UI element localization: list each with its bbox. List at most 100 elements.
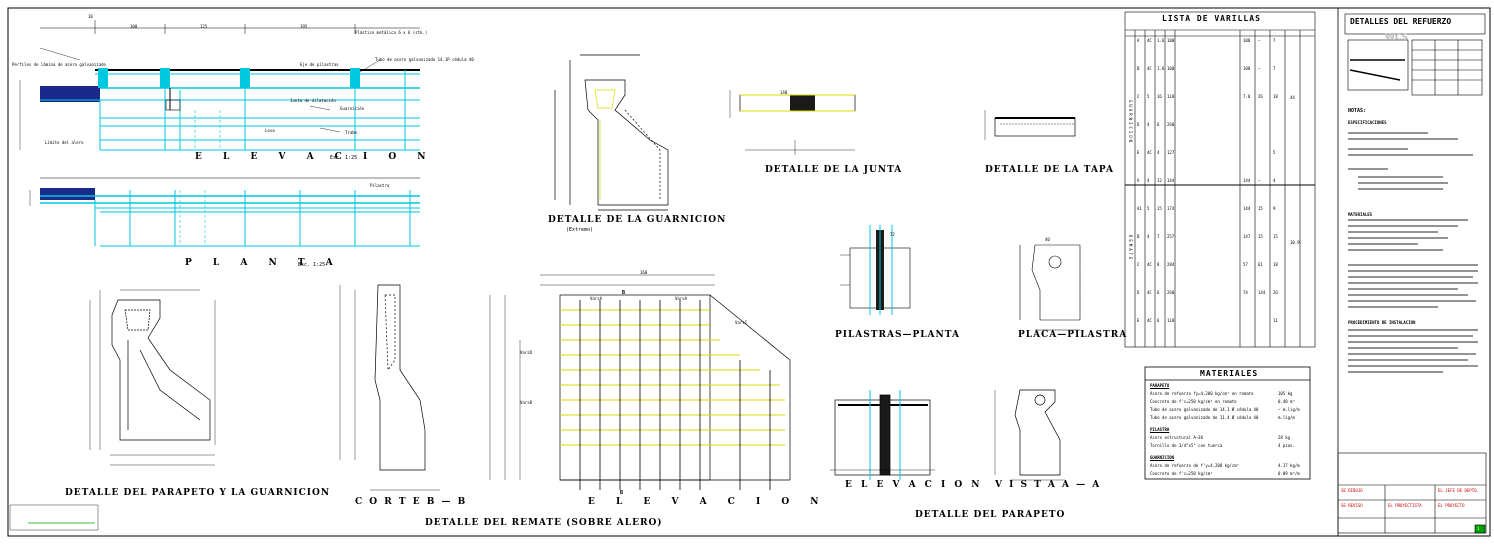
note-var-b: VarsB [520,400,533,405]
note-eje-pilastras: Eje de pilastras [300,62,339,67]
notas-title: NOTAS: [1348,108,1367,114]
dim-4: 195 [300,24,308,29]
title-detalle-guarnicion: DETALLE DE LA GUARNICION [548,215,727,225]
varillas-total-1: 44 [1290,95,1295,100]
notes-text-lines [1348,132,1478,373]
materiales-item: Concreto de f'c=250 kg/cm² en remate [1150,399,1237,404]
varillas-cell: E [1137,318,1140,323]
varillas-cell: B [1137,66,1140,71]
dim-2: 100 [130,24,138,29]
subtitle-detalle-guarnicion: (Extremo) [566,227,594,233]
varillas-cell: 26 [1258,94,1263,99]
varillas-cell: 8 [1157,262,1160,267]
materiales-title: MATERIALES [1200,369,1259,378]
note-plastico: Plástico metálica 6 x 6 (stk.) [355,30,428,35]
varillas-cell: 4 [1147,178,1150,183]
materiales-item: Tubo de acero galvanizado de 11.4 Ø cédu… [1150,415,1259,420]
dim-6: 40 [1045,237,1050,242]
varillas-cell: — [1258,38,1261,43]
title-detalle-tapa: DETALLE DE LA TAPA [985,165,1115,175]
varillas-cell: 7 [1273,66,1276,71]
dim-5: 160 [640,270,648,275]
materiales-qty: 0.40 m³ [1278,399,1295,404]
planta-drawing [29,177,420,247]
varillas-cell: D [1137,122,1140,127]
title-detalle-junta: DETALLE DE LA JUNTA [765,165,903,175]
note-guarnicion: Guarnición [340,106,365,111]
bottom-left-stamp [9,504,99,531]
varillas-cell: 12 [1157,178,1162,183]
varillas-total-2: 10.9 [1290,240,1300,245]
elevacion-top-drawing [19,20,420,151]
varillas-cell: 15 [1258,206,1263,211]
especificaciones-title: ESPECIFICACIONES [1348,120,1387,125]
materiales-section: PILASTRA [1150,427,1170,432]
title-pilastras-planta: PILASTRAS—PLANTA [835,330,960,340]
varillas-cell: 100 [1243,38,1251,43]
varillas-cell: 7 [1157,234,1160,239]
sheet-number: 1 [1477,526,1480,531]
title-corte-bb: C O R T E B — B [355,497,468,507]
procedimiento-title: PROCEDIMIENTO DE INSTALACION [1348,320,1416,325]
materiales-item: Tornillo de 3/4"x5" con tuerca [1150,443,1223,448]
dim-7: 140 [780,90,788,95]
title-block-cell: EL PROYECTO [1438,503,1465,508]
varillas-cell: B [1137,234,1140,239]
wcs-stamp: WCS [1385,33,1409,43]
refuerzo-title: DETALLES DEL REFUERZO [1350,17,1452,26]
vista-aa-drawing [994,389,1065,481]
note-trabe: Trabe [345,130,358,135]
varillas-cell: 26 [1273,290,1278,295]
pilastras-planta-drawing [840,225,911,315]
scale-planta: Esc. 1:25 [298,262,326,268]
materiales-section: PARAPETO [1150,383,1170,388]
varillas-cell: 4 [1147,122,1150,127]
varillas-cell: 18 [1273,262,1278,267]
title-elevacion-right: E L E V A C I O N [845,480,983,490]
varillas-cell: 57 [1243,262,1248,267]
varillas-cell: 9 [1273,206,1276,211]
dim-8: 72 [890,232,895,237]
materiales-frame [1144,366,1311,480]
varillas-cell: 7.0 [1243,94,1251,99]
varillas-cell: C [1137,94,1140,99]
title-detalle-parapeto: DETALLE DEL PARAPETO [915,510,1066,520]
varillas-cell: 4C [1147,262,1152,267]
varillas-cell: 11 [1273,318,1278,323]
varillas-cell: 74 [1243,290,1248,295]
materiales-qty: 105 kg [1278,391,1293,396]
varillas-cell: 4C [1147,318,1152,323]
materiales-qty: 28 kg [1278,435,1291,440]
placa-pilastra-drawing [1019,244,1081,331]
materiales-qty: 4 pzas. [1278,443,1295,448]
title-planta: P L A N T A [185,258,342,268]
varillas-cell: 4 [1157,150,1160,155]
note-var-c: VarsC [735,320,748,325]
title-block-cell: EL JEFE DE DEPTO. [1438,488,1479,493]
parapeto-guarnicion-drawing [89,289,216,466]
title-parapeto-guarnicion: DETALLE DEL PARAPETO Y LA GUARNICION [65,488,331,498]
varillas-cell: 144 [1258,290,1266,295]
varillas-cell: 4C [1147,150,1152,155]
varillas-cell: 174 [1167,206,1175,211]
varillas-cell: 5 [1147,94,1150,99]
elevacion-right-drawing [830,390,935,480]
section-mark-b-bottom: B [620,490,624,496]
varillas-cell: 6 [1157,318,1160,323]
corte-bb-drawing [339,284,440,491]
title-vista-aa: V I S T A A — A [995,480,1102,490]
materiales-qty: — m.lig/m [1278,407,1300,412]
varillas-cell: 7 [1273,38,1276,43]
varillas-cell: 118 [1167,94,1175,99]
varillas-table-frame [1124,11,1316,348]
varillas-cell: 147 [1243,234,1251,239]
materiales-item: Acero de refuerzo de f'y=4,200 kg/cm² [1150,463,1240,468]
dim-1: 10 [88,14,93,19]
note-perfiles: Perfiles de lámina de acero galvanizado [12,62,106,67]
materiales-qty: 4.17 kg/m [1278,463,1300,468]
varillas-cell: 260 [1167,290,1175,295]
varillas-section-remate: REMATE [1128,235,1133,262]
title-elevacion-mid: E L E V A C I O N [588,497,828,507]
varillas-cell: 1.6 [1157,38,1165,43]
materiales-item: Acero de refuerzo fy=4,200 kg/cm² en rem… [1150,391,1254,396]
